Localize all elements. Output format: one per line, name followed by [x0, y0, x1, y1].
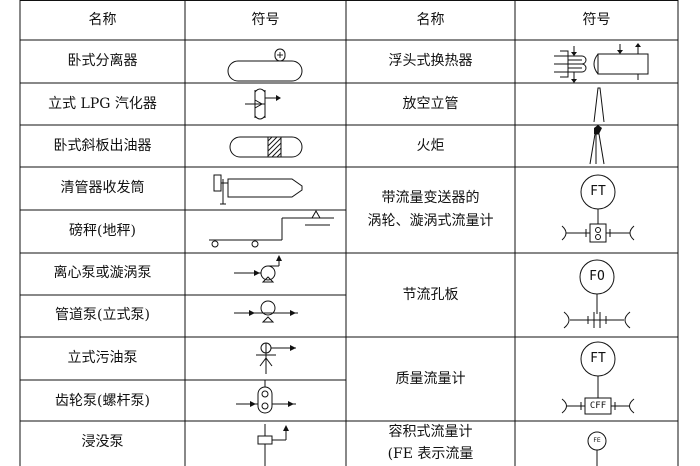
inclined-plate-separator-icon: [229, 136, 303, 158]
pig-launcher-icon: [213, 174, 303, 205]
horizontal-separator-icon: [227, 48, 303, 82]
table-row-name: 火炬: [416, 138, 445, 154]
table-row-name: 节流孔板: [402, 287, 459, 303]
instrument-bubble-label: FE: [593, 437, 601, 444]
header-symbol-right: 符号: [582, 12, 611, 28]
table-row-name: 管道泵(立式泵): [55, 307, 150, 323]
instrument-bubble-label: FT: [590, 351, 606, 366]
turbine-flowmeter-icon: [561, 174, 635, 243]
vertical-vaporizer-icon: [245, 88, 281, 120]
table-row-name-line: 涡轮、漩涡式流量计: [367, 213, 494, 229]
table-row-name: 齿轮泵(螺杆泵): [55, 393, 150, 409]
platform-scale-icon: [209, 209, 334, 248]
table-row-name-line: 容积式流量计: [388, 424, 473, 440]
header-name-right: 名称: [416, 12, 445, 28]
centrifugal-pump-icon: [234, 255, 282, 283]
instrument-bubble-label: FT: [590, 184, 606, 199]
table-row-name: 放空立管: [402, 96, 459, 112]
table-row-name: 卧式分离器: [67, 53, 138, 69]
header-symbol-left: 符号: [251, 12, 280, 28]
table-row-name: 清管器收发筒: [60, 180, 145, 196]
gear-pump-icon: [236, 380, 296, 414]
submerged-pump-icon: [257, 424, 289, 466]
flare-icon: [589, 125, 605, 165]
table-row-name: 离心泵或漩涡泵: [53, 265, 152, 281]
instrument-bubble-label: FO: [589, 269, 605, 284]
table-row-name: 磅秤(地秤): [69, 223, 136, 239]
table-row-name: 卧式斜板出油器: [53, 138, 152, 154]
instrument-sub-label: CFF: [589, 401, 607, 411]
table-row-name: 浮头式换热器: [388, 53, 473, 69]
table-row-name: 浸没泵: [81, 434, 124, 450]
table-row-name: 立式污油泵: [67, 350, 138, 366]
table-row-name-line: 带流量变送器的: [381, 190, 480, 206]
table-row-name: 质量流量计: [395, 371, 466, 387]
table-row-name: 立式 LPG 汽化器: [48, 96, 157, 112]
vent-stack-icon: [593, 87, 605, 123]
table-row-name-line: (FE 表示流量: [387, 446, 474, 462]
floating-head-exchanger-icon: [554, 43, 649, 83]
inline-pump-icon: [234, 300, 298, 323]
vertical-sump-pump-icon: [256, 342, 296, 374]
mass-flowmeter-icon: [561, 341, 635, 415]
header-name-left: 名称: [88, 12, 117, 28]
positive-displacement-flowmeter-icon: [587, 431, 607, 466]
orifice-plate-icon: [563, 259, 631, 329]
